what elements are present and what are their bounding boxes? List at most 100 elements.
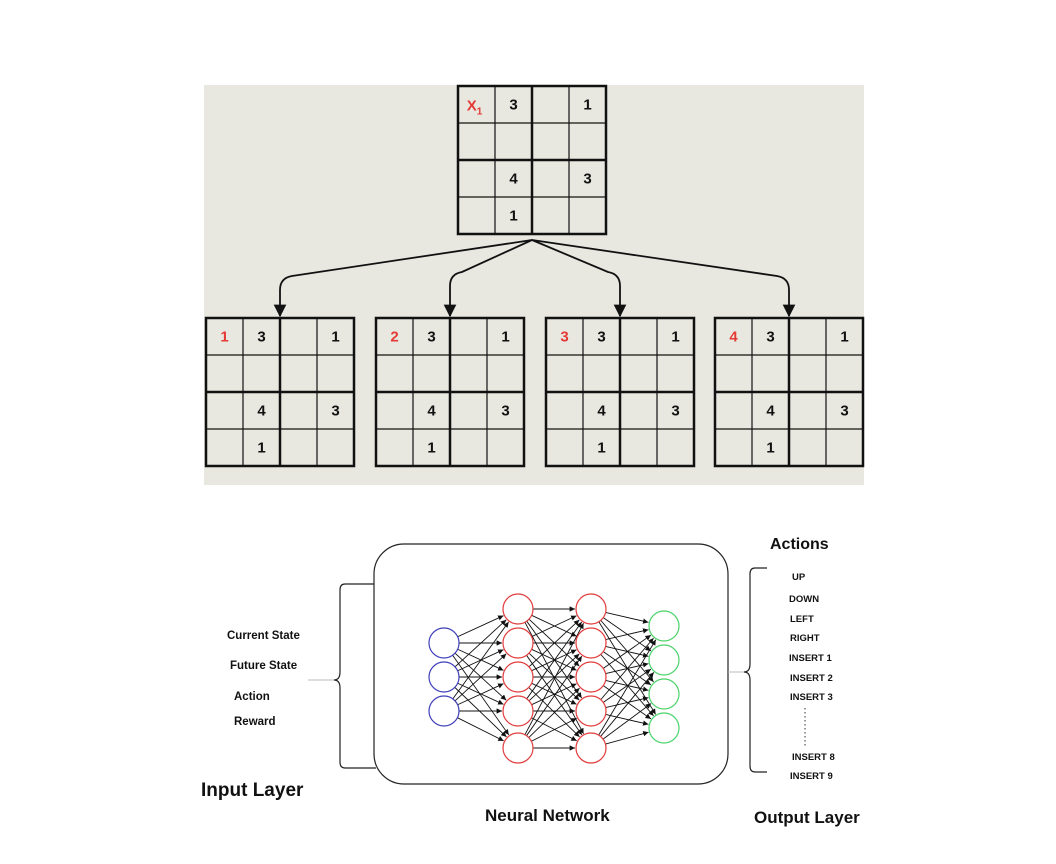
network-connection (600, 672, 655, 737)
action-item: DOWN (789, 594, 819, 605)
network-connection (605, 731, 649, 745)
grid-value: 4 (509, 171, 518, 188)
input-neuron (428, 695, 460, 727)
input-item: Future State (230, 660, 297, 672)
grid-value: 3 (766, 329, 774, 346)
hidden-neuron (502, 695, 534, 727)
network-connection (528, 619, 580, 668)
grid-value: 1 (583, 97, 591, 114)
hidden-neuron (575, 732, 607, 764)
network-title: Neural Network (485, 806, 610, 825)
input-brace (333, 583, 376, 769)
grid-value: 1 (597, 440, 605, 457)
action-item: INSERT 9 (790, 771, 833, 782)
tree-edge (531, 239, 796, 318)
action-list: UP DOWN LEFT RIGHT INSERT 1 INSERT 2 INS… (789, 572, 835, 782)
tree-edge (273, 239, 533, 318)
network-connection (605, 713, 649, 726)
grid-value: 3 (583, 171, 591, 188)
network-connection (526, 621, 583, 700)
network-connection (528, 687, 580, 738)
network-connection (602, 703, 652, 740)
network-connection (603, 634, 652, 669)
action-item: INSERT 1 (789, 653, 832, 664)
grid-value: 4 (597, 403, 606, 420)
hidden-neuron (575, 593, 607, 625)
grid-value: 1 (257, 440, 265, 457)
hidden-neuron (575, 627, 607, 659)
output-layer-title: Output Layer (754, 808, 860, 827)
network-connection (452, 621, 509, 700)
grid-inserted-value: 2 (390, 329, 398, 346)
network-connection (454, 619, 507, 668)
action-item: LEFT (790, 614, 814, 625)
grid-inserted-value: 3 (560, 329, 568, 346)
grid-value: 3 (501, 403, 509, 420)
grid-value: 4 (427, 403, 436, 420)
neural-network-diagram: Current State Future State Action Reward… (201, 536, 860, 827)
grid-value: 1 (840, 329, 848, 346)
network-connection (600, 637, 654, 700)
network-connection (457, 615, 504, 638)
input-item: Action (234, 691, 270, 703)
network-connection (524, 622, 584, 735)
sudoku-grid: 4 3 1 4 3 1 (713, 316, 865, 468)
grid-value: 1 (766, 440, 774, 457)
grid-inserted-value: 1 (220, 329, 228, 346)
grid-value: 3 (331, 403, 339, 420)
grid-value: 3 (427, 329, 435, 346)
network-connection (603, 668, 652, 703)
grid-value: 3 (671, 403, 679, 420)
network-connection (454, 687, 507, 738)
output-brace (743, 567, 767, 773)
sudoku-grid: 2 3 1 4 3 1 (374, 316, 526, 468)
hidden-neuron (502, 732, 534, 764)
grid-value: 4 (257, 403, 266, 420)
network-connection (531, 615, 577, 638)
hidden-neuron (502, 661, 534, 693)
grid-value: 1 (331, 329, 339, 346)
grid-value: 3 (509, 97, 517, 114)
tree-edge (443, 239, 533, 318)
tree-edges (273, 239, 796, 318)
network-connection (531, 717, 577, 742)
grid-value: 1 (671, 329, 679, 346)
network-connection (605, 611, 649, 624)
grid-value: 1 (427, 440, 435, 457)
grid-value: 4 (766, 403, 775, 420)
output-neuron (648, 678, 680, 710)
tree-edge (531, 239, 627, 318)
panel-background (204, 85, 864, 485)
action-item: INSERT 3 (790, 692, 833, 703)
action-item: INSERT 8 (792, 752, 835, 763)
grid-value: 3 (840, 403, 848, 420)
network-connection (457, 717, 504, 742)
sudoku-grid: 3 3 1 4 3 1 (544, 316, 696, 468)
hidden-neuron (502, 593, 534, 625)
network-connection (531, 683, 577, 706)
network-connection (526, 655, 583, 736)
grid-inserted-value: 4 (729, 329, 738, 346)
network-box (373, 543, 729, 785)
input-layer-title: Input Layer (201, 780, 304, 801)
input-item: Reward (234, 716, 276, 728)
sudoku-grid: 1 3 1 4 3 1 (204, 316, 356, 468)
output-neuron (648, 610, 680, 642)
network-neurons (428, 593, 680, 764)
network-connection (598, 639, 657, 736)
network-connection (528, 653, 580, 702)
child-grids: 1 3 1 4 3 1 2 3 1 4 3 1 3 3 1 4 3 1 4 3 1 4 3 1 (204, 316, 865, 468)
grid-value: 3 (257, 329, 265, 346)
grid-value: 3 (597, 329, 605, 346)
grid-value: 1 (501, 329, 509, 346)
actions-title: Actions (770, 536, 829, 553)
network-connection (454, 653, 507, 702)
input-neuron (428, 661, 460, 693)
network-connections (452, 606, 657, 751)
hidden-neuron (575, 661, 607, 693)
input-neuron (428, 627, 460, 659)
action-item: UP (792, 572, 806, 583)
